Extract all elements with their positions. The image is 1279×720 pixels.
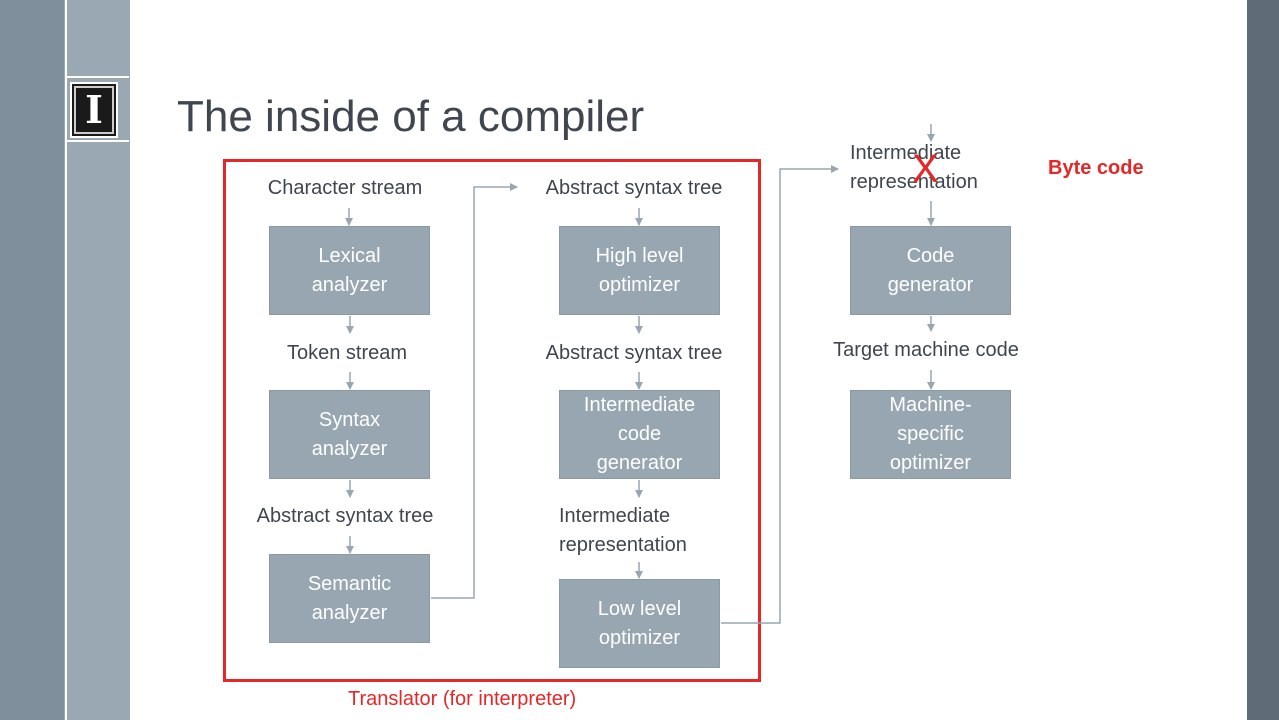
- right-sidebar-band: [1247, 0, 1279, 720]
- byte-code-label: Byte code: [1048, 157, 1144, 179]
- label-abstract-syntax-tree-3: Abstract syntax tree: [545, 342, 723, 364]
- label-abstract-syntax-tree-2: Abstract syntax tree: [545, 177, 723, 199]
- arrow-low-level-to-back-end: [721, 165, 839, 624]
- box-semantic-analyzer: Semantic analyzer: [269, 554, 430, 643]
- university-logo: I: [70, 82, 118, 138]
- box-syntax-analyzer: Syntax analyzer: [269, 390, 430, 479]
- arrow-semantic-to-middle: [431, 183, 518, 599]
- label-intermediate-representation-1: Intermediate representation: [559, 505, 687, 556]
- left-sidebar-strip: [0, 0, 64, 720]
- box-syntax-analyzer-label: Syntax analyzer: [311, 408, 388, 460]
- left-sidebar-divider: [65, 0, 67, 720]
- logo-frame: [65, 76, 129, 142]
- box-code-generator: Code generator: [850, 226, 1011, 315]
- label-character-stream: Character stream: [267, 177, 423, 199]
- box-low-level-optimizer: Low level optimizer: [559, 579, 720, 668]
- box-intermediate-code-generator: Intermediate code generator: [559, 390, 720, 479]
- logo-letter: I: [85, 87, 103, 132]
- translator-frame: [223, 159, 761, 682]
- box-lexical-analyzer-label: Lexical analyzer: [311, 244, 388, 296]
- slide-title: The inside of a compiler: [177, 92, 645, 141]
- box-lexical-analyzer: Lexical analyzer: [269, 226, 430, 315]
- box-high-level-optimizer-label: High level optimizer: [595, 244, 684, 296]
- label-intermediate-representation-2: Intermediate representation: [850, 142, 978, 193]
- box-high-level-optimizer: High level optimizer: [559, 226, 720, 315]
- box-machine-specific-optimizer-label: Machine-specific optimizer: [889, 394, 972, 474]
- label-abstract-syntax-tree-1: Abstract syntax tree: [256, 505, 434, 527]
- box-low-level-optimizer-label: Low level optimizer: [597, 597, 682, 649]
- box-machine-specific-optimizer: Machine-specific optimizer: [850, 390, 1011, 479]
- strike-mark: X: [912, 147, 939, 191]
- box-intermediate-code-generator-label: Intermediate code generator: [583, 394, 696, 474]
- label-target-machine-code: Target machine code: [833, 339, 1019, 361]
- box-code-generator-label: Code generator: [887, 244, 974, 296]
- box-semantic-analyzer-label: Semantic analyzer: [307, 572, 392, 624]
- label-token-stream: Token stream: [286, 342, 408, 364]
- translator-caption: Translator (for interpreter): [348, 688, 577, 710]
